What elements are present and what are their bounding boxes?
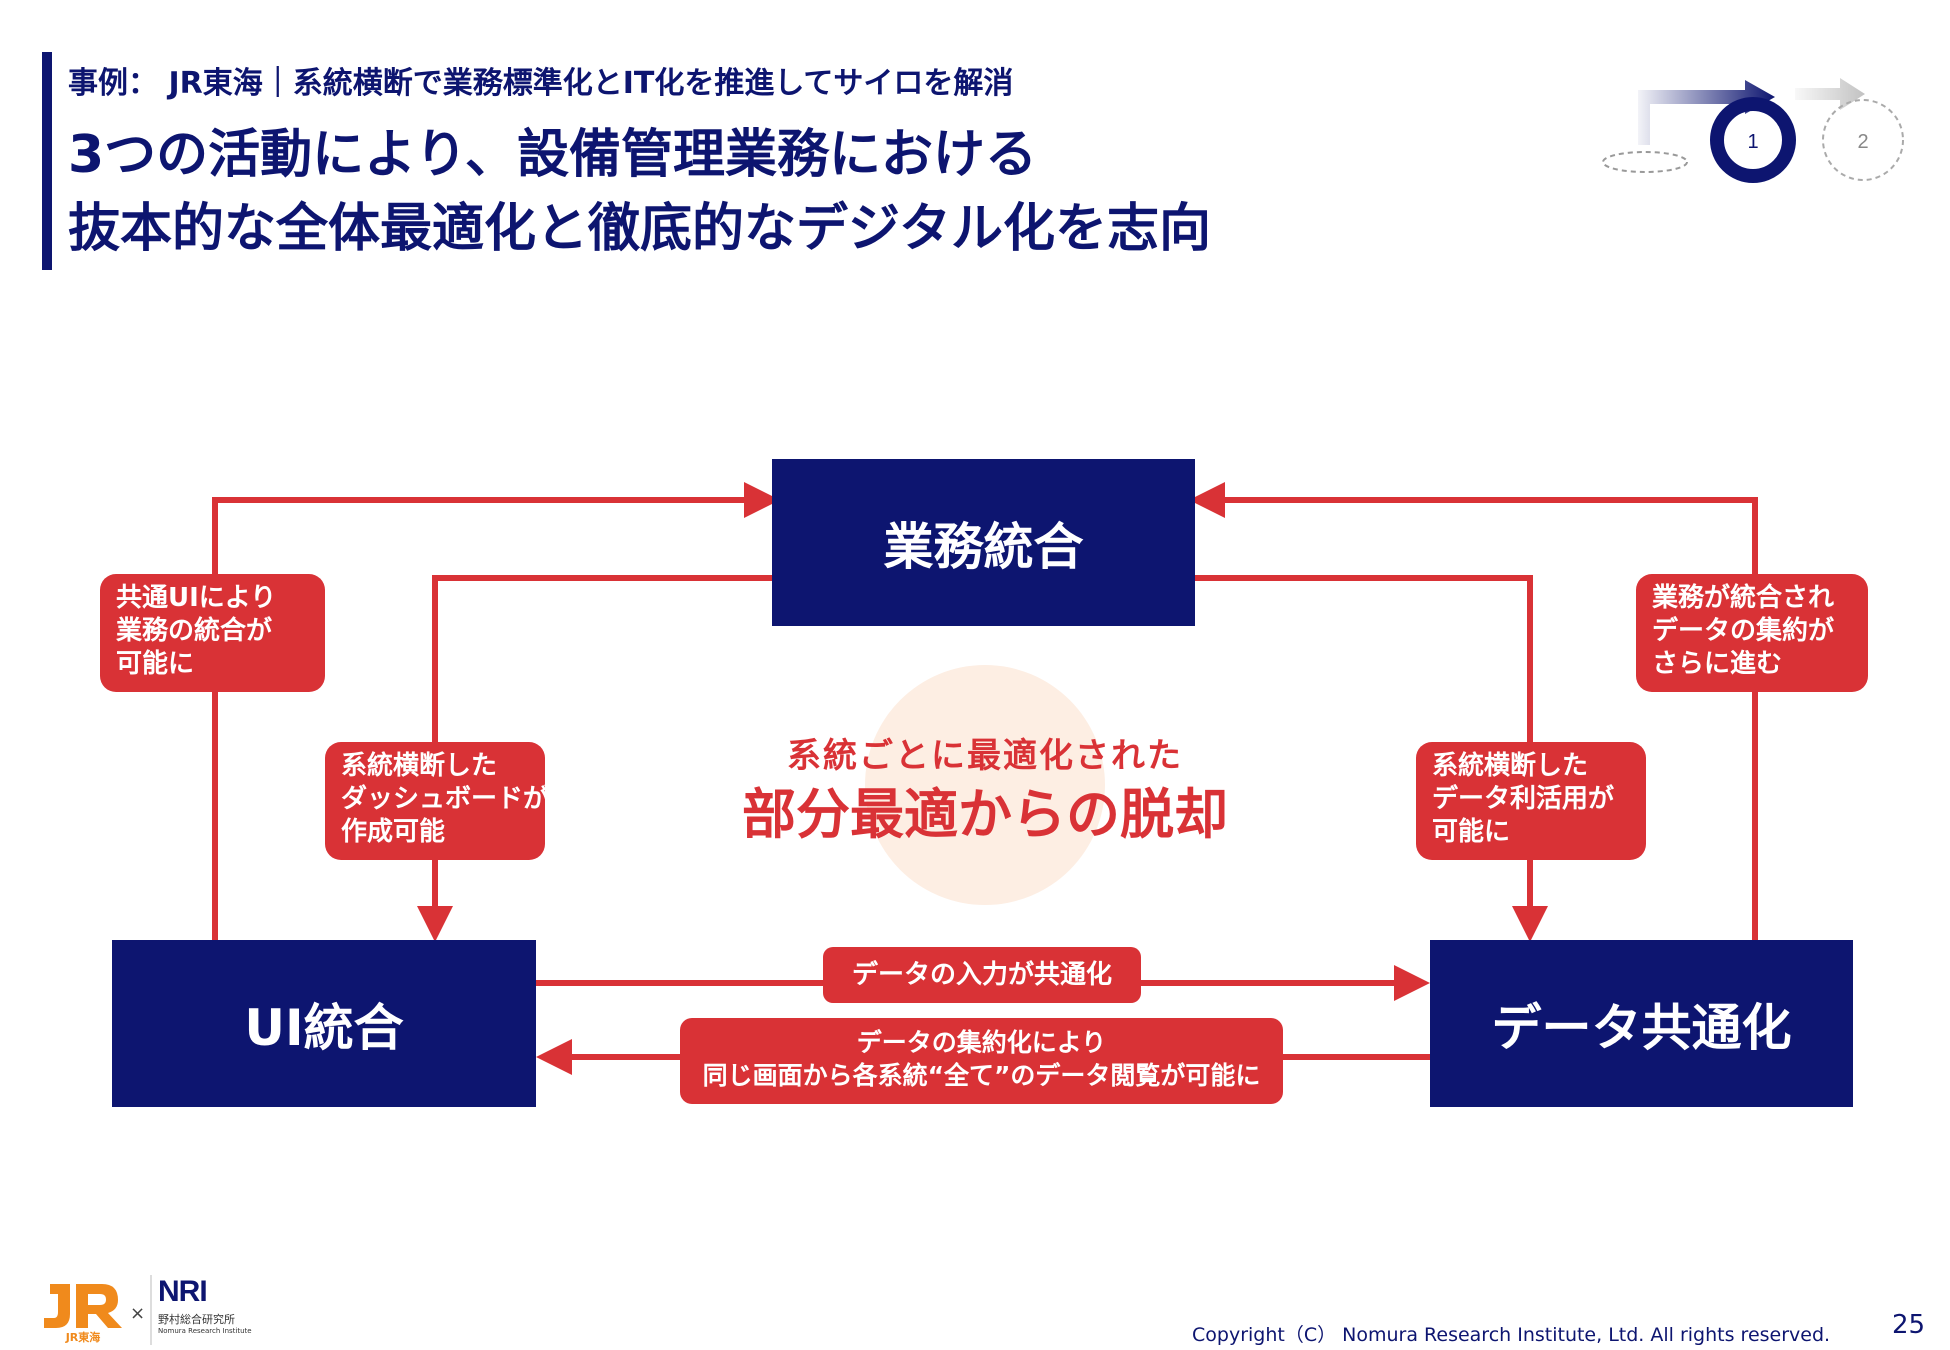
label-bottom-lower-line-1: データの集約化により — [856, 1028, 1107, 1057]
label-right-outer: 業務が統合され データの集約が さらに進む — [1636, 574, 1868, 692]
label-left-inner-line-2: ダッシュボードが — [341, 784, 550, 814]
nav-step-1-ring — [1710, 97, 1796, 183]
nav-step-2-ring — [1822, 99, 1904, 181]
center-glow — [865, 665, 1105, 905]
nav-arrow-1 — [1638, 80, 1775, 145]
nav-base-ellipse — [1602, 151, 1688, 173]
nri-logo: NRI 野村総合研究所 Nomura Research Institute — [150, 1275, 258, 1345]
label-right-outer-line-2: データの集約が — [1652, 616, 1835, 646]
label-bottom-upper-text: データの入力が共通化 — [851, 960, 1112, 990]
arrow-ui-to-business — [212, 482, 780, 940]
nri-logo-mark: NRI — [158, 1275, 208, 1308]
copyright-notice: Copyright（C） Nomura Research Institute, … — [1192, 1324, 1831, 1346]
label-right-inner-line-2: データ利活用が — [1432, 784, 1615, 814]
page-subtitle: 事例： JR東海｜系統横断で業務標準化とIT化を推進してサイロを解消 — [68, 66, 1014, 101]
box-data-commonization: データ共通化 — [1430, 940, 1853, 1107]
nav-arrow-2 — [1795, 78, 1865, 110]
nri-logo-japanese: 野村総合研究所 — [158, 1313, 235, 1326]
label-right-inner-line-3: 可能に — [1432, 817, 1511, 847]
arrow-data-to-business — [1189, 482, 1758, 940]
title-accent-bar — [42, 52, 52, 270]
page-title-line-1: 3つの活動により、設備管理業務における — [68, 125, 1038, 185]
label-right-inner-line-1: 系統横断した — [1432, 751, 1589, 781]
label-left-outer-line-1: 共通UIにより — [116, 583, 277, 613]
label-right-inner: 系統横断した データ利活用が 可能に — [1416, 742, 1646, 860]
nri-logo-english: Nomura Research Institute — [158, 1327, 252, 1335]
box-ui-integration: UI統合 — [112, 940, 536, 1107]
page-title-line-2: 抜本的な全体最適化と徹底的なデジタル化を志向 — [68, 199, 1211, 259]
progress-nav-graphic: 1 2 — [1602, 78, 1904, 183]
label-bottom-upper: データの入力が共通化 — [823, 947, 1141, 1003]
center-message-sub: 系統ごとに最適化された — [787, 736, 1183, 776]
label-left-inner-line-3: 作成可能 — [341, 817, 446, 847]
jr-central-logo: JR東海 — [44, 1284, 122, 1344]
label-left-outer-line-2: 業務の統合が — [116, 616, 273, 646]
nav-step-2-number: 2 — [1857, 131, 1868, 153]
label-bottom-lower-line-2: 同じ画面から各系統“全て”のデータ閲覧が可能に — [702, 1061, 1261, 1090]
center-message-main: 部分最適からの脱却 — [742, 783, 1228, 846]
label-bottom-lower: データの集約化により 同じ画面から各系統“全て”のデータ閲覧が可能に — [680, 1018, 1283, 1104]
page-number: 25 — [1892, 1310, 1926, 1340]
label-left-outer-line-3: 可能に — [116, 649, 195, 679]
page-title: 3つの活動により、設備管理業務における 抜本的な全体最適化と徹底的なデジタル化を… — [68, 118, 1211, 266]
label-left-inner: 系統横断した ダッシュボードが 作成可能 — [325, 742, 550, 860]
svg-text:JR東海: JR東海 — [65, 1330, 101, 1344]
box-business-integration: 業務統合 — [772, 459, 1195, 626]
nav-step-1-number: 1 — [1747, 131, 1758, 153]
label-right-outer-line-3: さらに進む — [1652, 649, 1783, 679]
label-left-outer: 共通UIにより 業務の統合が 可能に — [100, 574, 325, 692]
logo-times-sign: × — [130, 1303, 146, 1324]
label-left-inner-line-1: 系統横断した — [341, 751, 498, 781]
label-right-outer-line-1: 業務が統合され — [1652, 583, 1835, 613]
